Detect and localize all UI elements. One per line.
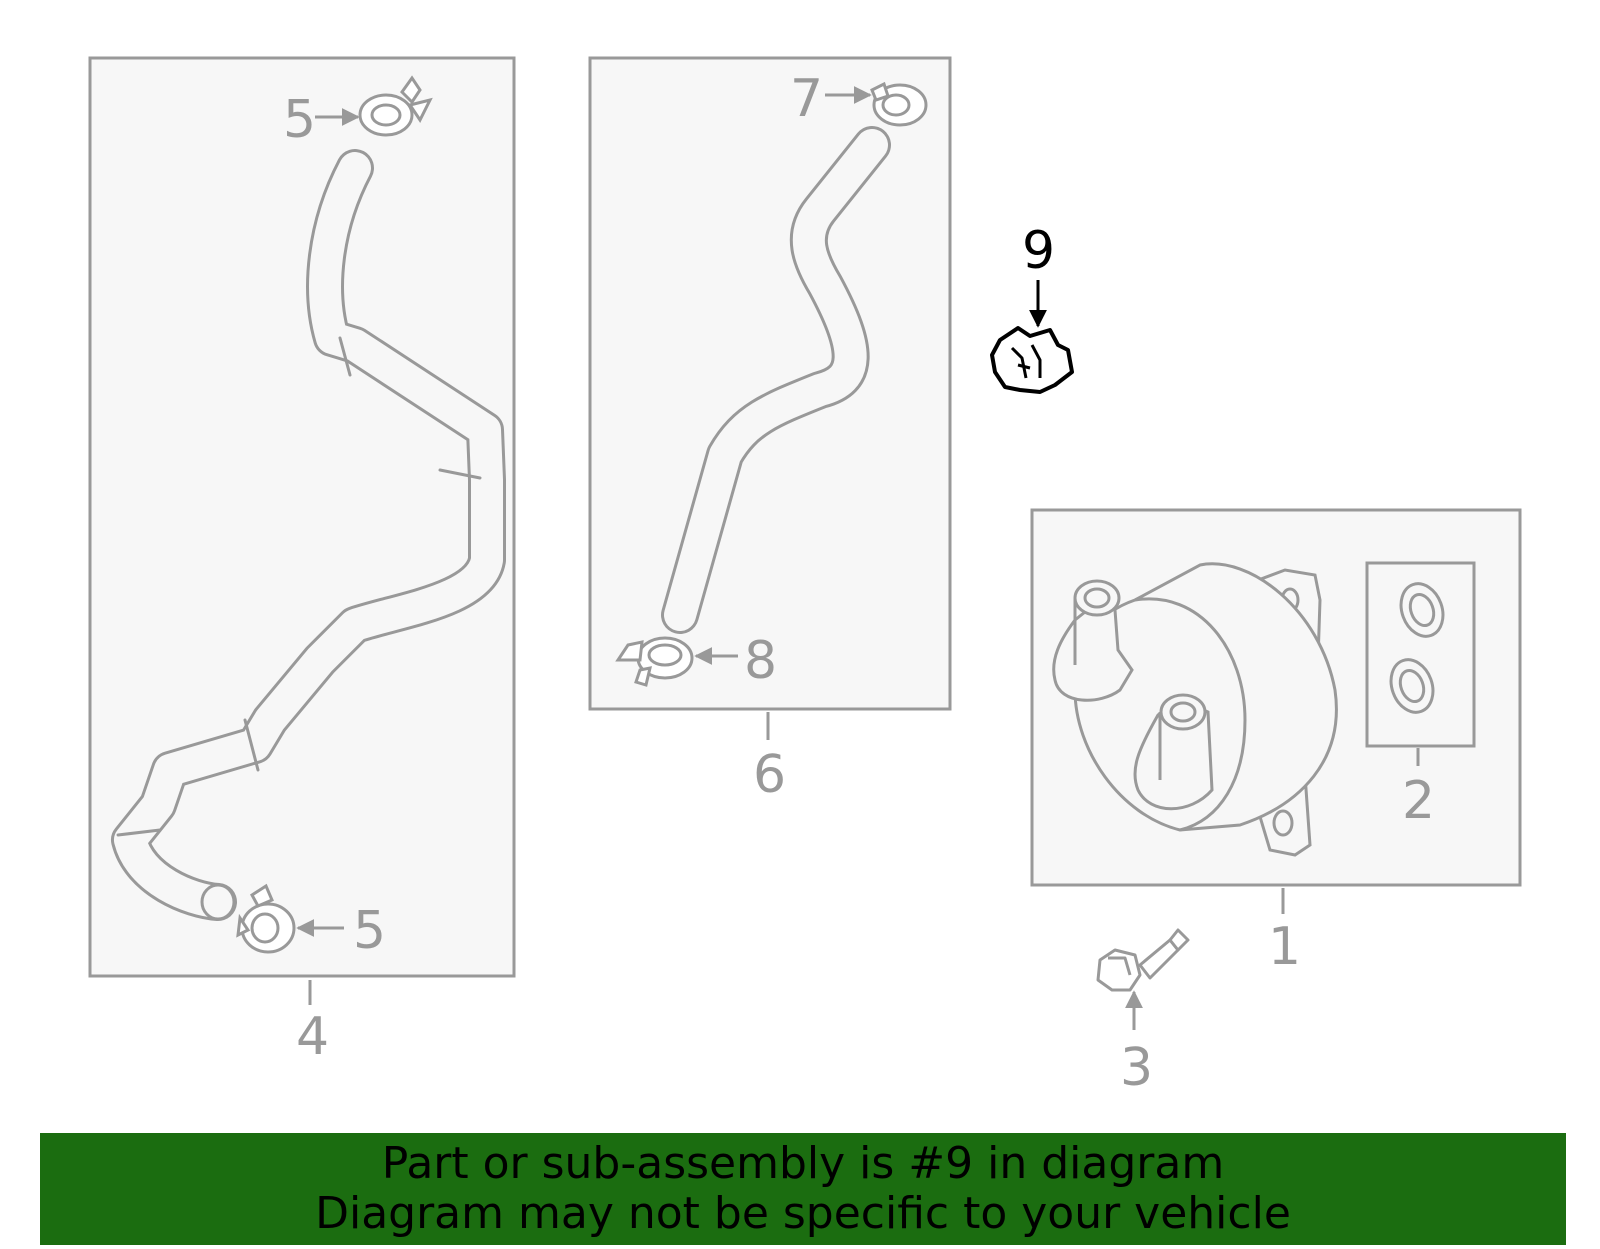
callout-3: 3: [1120, 1038, 1153, 1098]
gasket-set-2: [1365, 561, 1476, 748]
callout-5-bottom: 5: [353, 901, 386, 961]
clamp-5-bottom: [236, 883, 296, 954]
callout-4: 4: [296, 1007, 329, 1067]
info-banner: Part or sub-assembly is #9 in diagram Di…: [40, 1133, 1566, 1245]
callout-2: 2: [1402, 771, 1435, 831]
clamp-9-highlighted: [990, 326, 1074, 394]
hose-4-shape: [111, 149, 506, 921]
banner-line-2: Diagram may not be specific to your vehi…: [315, 1188, 1291, 1239]
bolt-3: [1096, 928, 1190, 992]
callout-8: 8: [744, 631, 777, 691]
hose-6-shape: [661, 126, 891, 634]
clamp-8: [615, 636, 694, 687]
banner-line-1: Part or sub-assembly is #9 in diagram: [381, 1138, 1225, 1189]
callout-5-top: 5: [283, 90, 316, 150]
clamp-7: [870, 81, 928, 127]
callout-6: 6: [753, 745, 786, 805]
panel-part-1: [1030, 508, 1522, 914]
callout-7: 7: [790, 69, 823, 129]
panel-part-6: [588, 56, 952, 740]
callout-1: 1: [1268, 917, 1301, 977]
callout-9: 9: [1022, 221, 1055, 281]
clamp-5-top: [358, 75, 433, 137]
oil-cooler-shape: [1052, 562, 1338, 857]
panel-part-4: [88, 56, 516, 1005]
